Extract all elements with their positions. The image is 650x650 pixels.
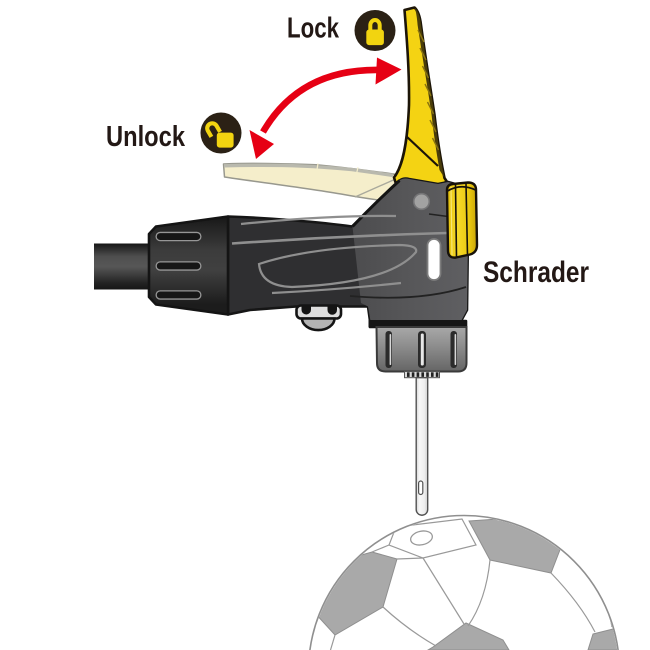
svg-text:Lock: Lock: [287, 13, 340, 45]
svg-text:Unlock: Unlock: [106, 121, 186, 153]
svg-text:Schrader: Schrader: [483, 256, 589, 289]
